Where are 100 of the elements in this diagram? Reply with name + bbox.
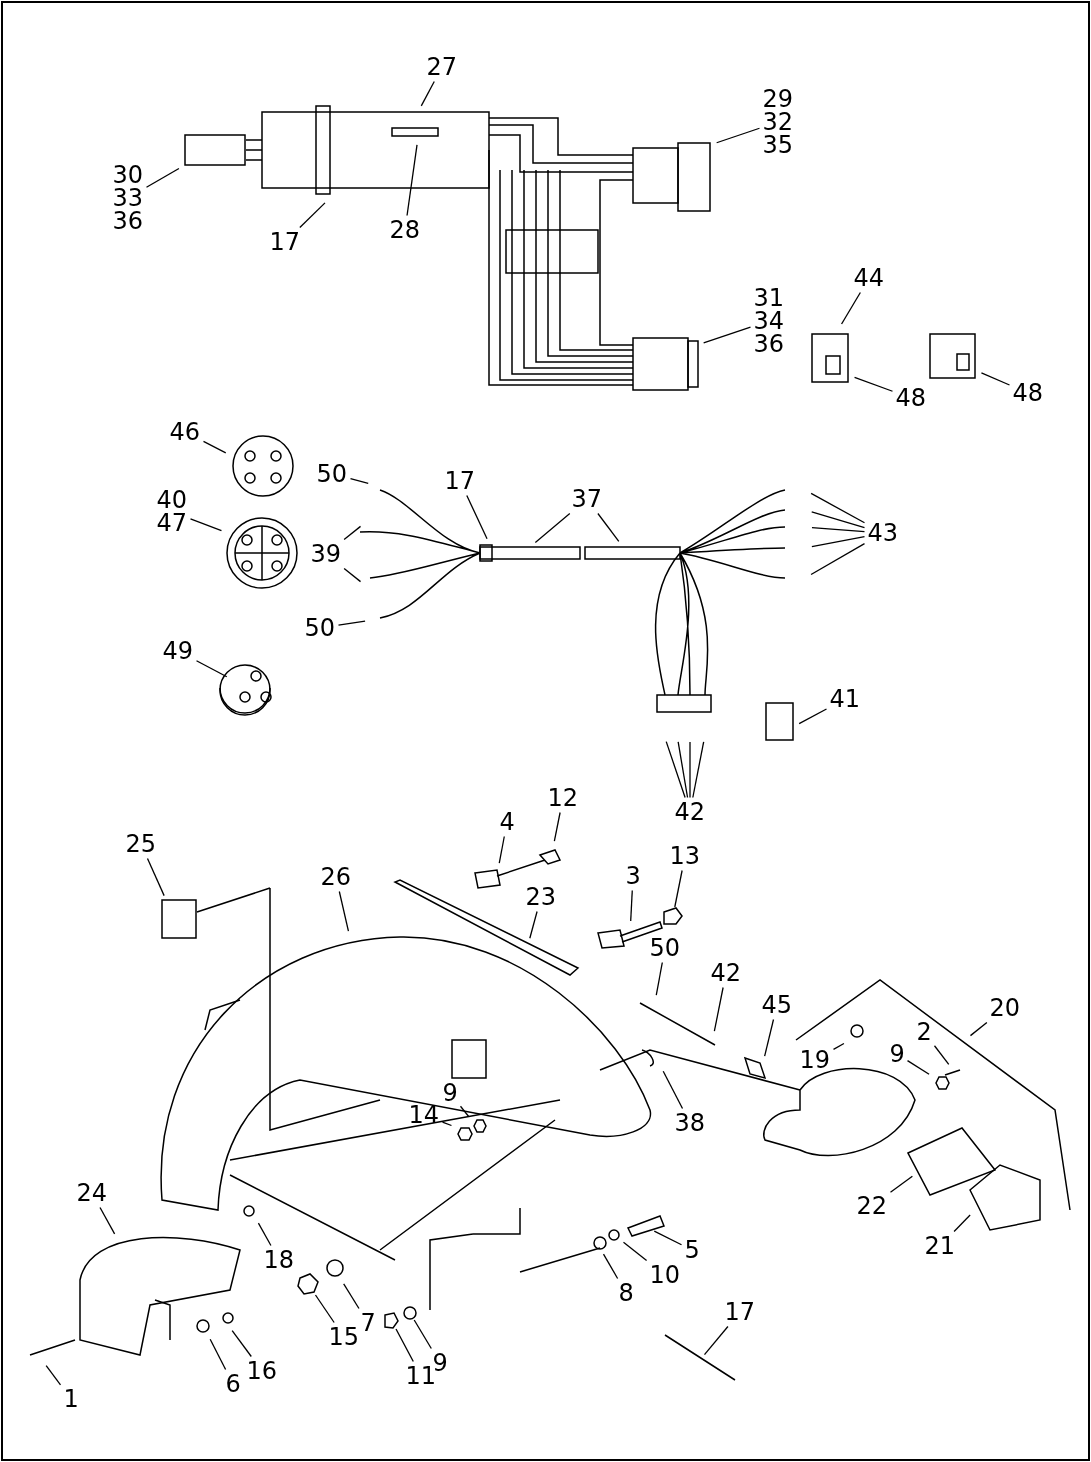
- leader-line: [703, 326, 752, 344]
- callout-number: 24: [76, 1181, 108, 1205]
- leader-line: [189, 518, 223, 532]
- callout-number: 7: [360, 1311, 376, 1335]
- callout-number: 14: [408, 1103, 440, 1127]
- callout-number: 42: [674, 800, 706, 824]
- leader-line: [257, 1222, 272, 1247]
- leader-line: [195, 660, 228, 678]
- washer-drawing: [403, 1306, 417, 1320]
- callout-number: 20: [989, 996, 1021, 1020]
- leader-line: [933, 1045, 950, 1066]
- leader-line: [655, 961, 663, 996]
- callout-number: 28: [389, 218, 421, 242]
- leader-line: [665, 741, 686, 799]
- leader-line: [202, 440, 227, 454]
- leader-line: [713, 986, 724, 1032]
- leader-line: [343, 525, 362, 541]
- callout-number: 17: [444, 469, 476, 493]
- callout-number: 43: [867, 521, 899, 545]
- leader-line: [145, 167, 180, 188]
- leader-line: [420, 80, 435, 107]
- leader-line: [413, 1319, 432, 1350]
- leader-line: [716, 127, 761, 144]
- callout-number: 5: [684, 1238, 700, 1262]
- leader-line: [906, 1060, 930, 1075]
- leader-line: [441, 1121, 453, 1127]
- callout-number: 2: [916, 1020, 932, 1044]
- leader-line: [534, 512, 571, 544]
- callout-number: 6: [225, 1372, 241, 1396]
- leader-line: [630, 889, 633, 922]
- leader-line: [45, 1364, 62, 1386]
- leader-line: [810, 492, 866, 524]
- leader-line: [889, 1175, 913, 1193]
- leader-line: [811, 511, 866, 529]
- leader-line: [314, 1294, 335, 1324]
- leader-line: [674, 869, 683, 908]
- callout-number: 23: [525, 885, 557, 909]
- leader-line: [99, 1206, 116, 1235]
- callout-number: 45: [761, 993, 793, 1017]
- leader-line: [231, 1330, 252, 1358]
- callout-number: 31 34 36: [753, 286, 785, 356]
- callout-number: 48: [895, 386, 927, 410]
- leader-line: [811, 526, 866, 533]
- fastener-drawing: [663, 907, 683, 925]
- callout-number: 4: [499, 810, 515, 834]
- callout-number: 50: [316, 462, 348, 486]
- callout-number: 50: [304, 616, 336, 640]
- leader-line: [703, 1325, 729, 1356]
- callout-number: 48: [1012, 381, 1044, 405]
- leader-line: [798, 708, 828, 725]
- callout-number: 38: [674, 1111, 706, 1135]
- callout-number: 30 33 36: [112, 163, 144, 233]
- leader-line: [689, 741, 691, 799]
- leader-line: [980, 372, 1011, 386]
- callout-number: 12: [547, 786, 579, 810]
- callout-number: 22: [856, 1194, 888, 1218]
- leader-line: [349, 478, 369, 484]
- callout-number: 39: [310, 542, 342, 566]
- leader-line: [764, 1018, 775, 1057]
- callout-number: 1: [63, 1387, 79, 1411]
- fastener-drawing: [384, 1312, 399, 1329]
- callout-number: 16: [246, 1359, 278, 1383]
- callout-number: 18: [263, 1248, 295, 1272]
- callout-number: 25: [125, 832, 157, 856]
- leader-line: [343, 1283, 360, 1310]
- leader-line: [466, 494, 488, 540]
- leader-line: [338, 890, 350, 932]
- leader-line: [832, 1042, 845, 1051]
- callout-number: 26: [320, 865, 352, 889]
- callout-number: 37: [571, 487, 603, 511]
- leader-line: [602, 1253, 619, 1280]
- callout-number: 44: [853, 266, 885, 290]
- callout-number: 46: [169, 420, 201, 444]
- callout-number: 21: [924, 1234, 956, 1258]
- leader-line: [343, 567, 362, 583]
- callout-number: 29 32 35: [762, 87, 794, 157]
- callout-number: 9: [432, 1351, 448, 1375]
- leader-line: [840, 291, 861, 325]
- leader-line: [209, 1338, 227, 1371]
- callout-number: 9: [442, 1081, 458, 1105]
- leader-line: [498, 835, 505, 864]
- leader-line: [529, 910, 538, 939]
- callout-number: 17: [724, 1300, 756, 1324]
- leader-line: [406, 144, 418, 217]
- leader-line: [969, 1021, 988, 1037]
- leader-line: [662, 1070, 684, 1110]
- leader-line: [622, 1241, 648, 1262]
- leader-line: [653, 1230, 683, 1246]
- leader-line: [692, 741, 705, 799]
- leader-line: [953, 1214, 971, 1233]
- leader-line: [337, 620, 366, 626]
- callout-number: 19: [799, 1048, 831, 1072]
- leader-line: [853, 376, 894, 392]
- callout-number: 17: [269, 230, 301, 254]
- callout-number: 13: [669, 844, 701, 868]
- leader-line: [459, 1105, 470, 1118]
- callout-number: 41: [829, 687, 861, 711]
- leader-line: [395, 1328, 414, 1363]
- leader-line: [597, 512, 620, 543]
- leader-line: [146, 857, 165, 897]
